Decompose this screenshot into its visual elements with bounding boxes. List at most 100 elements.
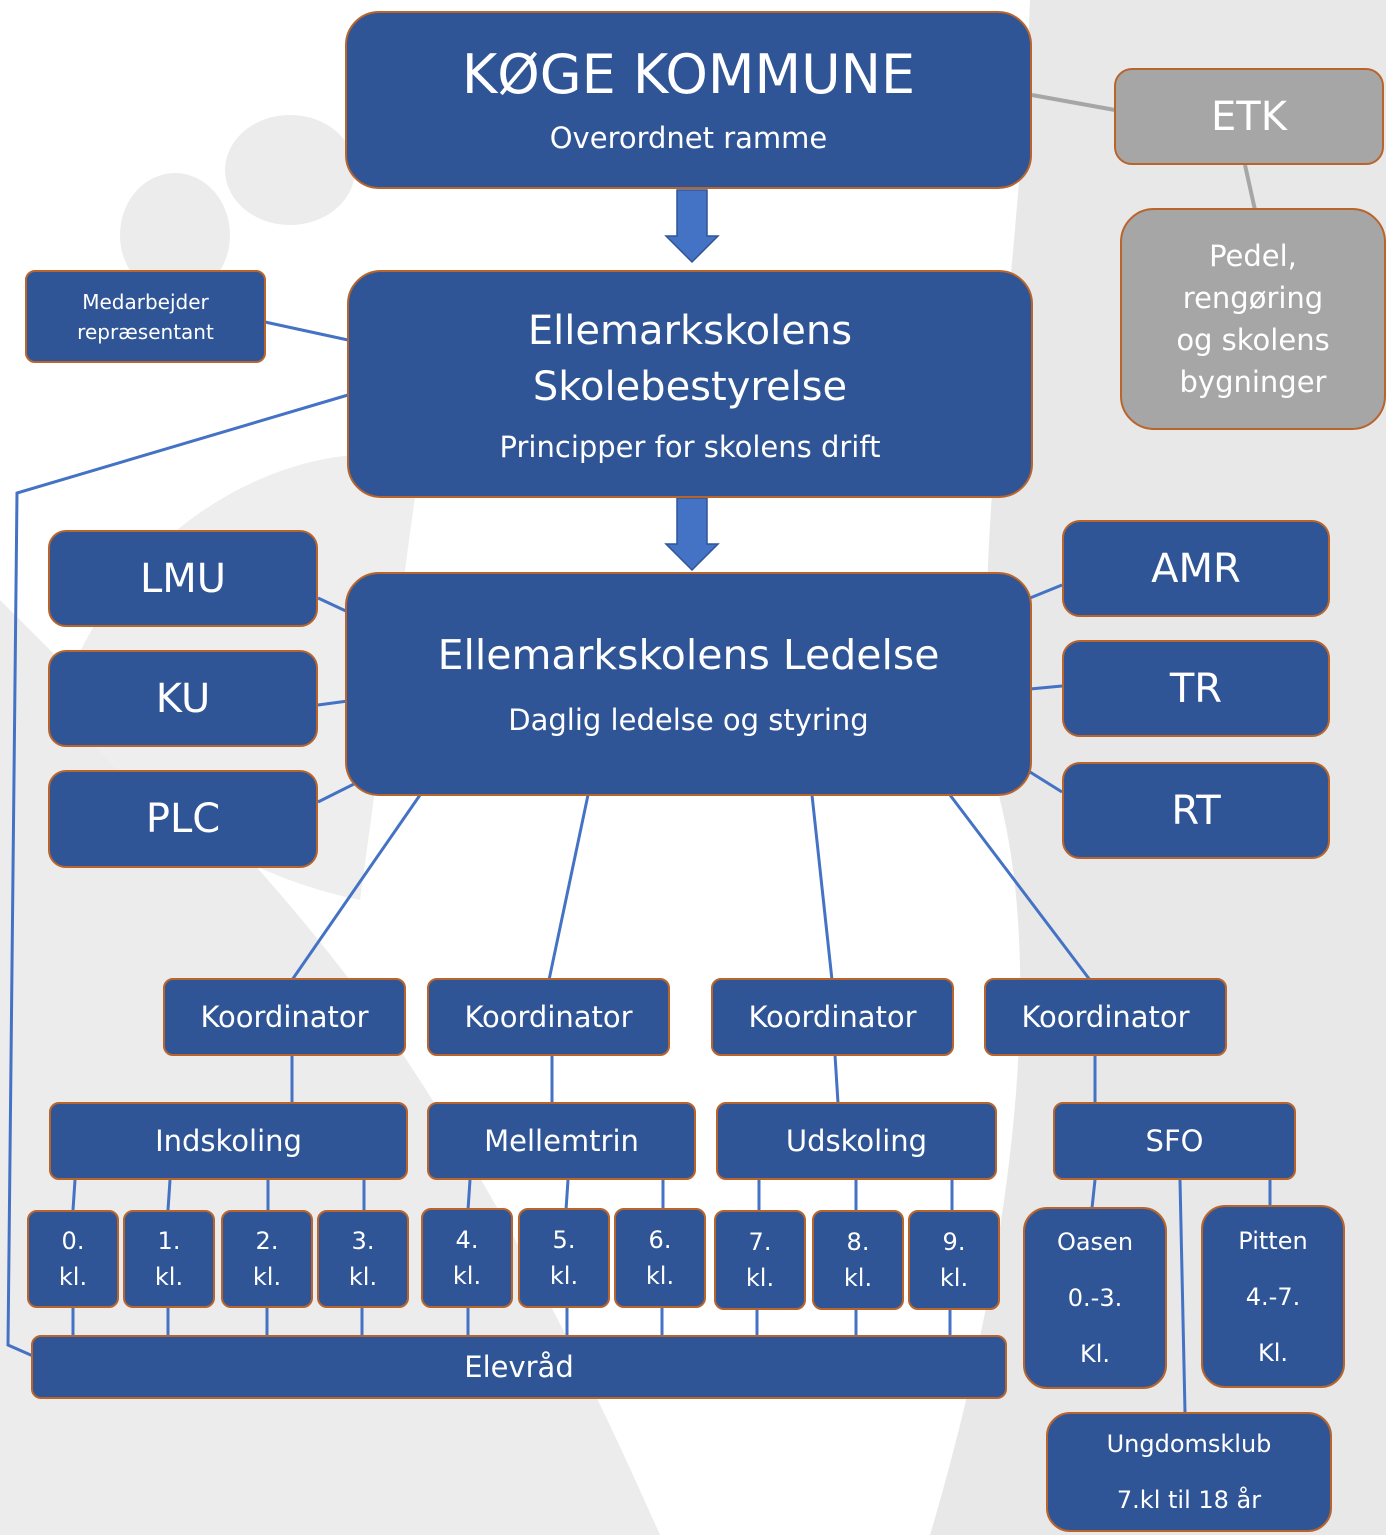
connector-line — [1031, 93, 1116, 112]
connector-line — [833, 1054, 840, 1104]
department-mellemtrin: Mellemtrin — [427, 1102, 696, 1180]
pedel-box: Pedel, rengøring og skolens bygninger — [1120, 208, 1386, 430]
connector-line — [317, 596, 349, 614]
sfo-oasen-box: Oasen 0.-3. Kl. — [1023, 1207, 1167, 1389]
connector-line — [1029, 684, 1063, 691]
class-box: 5. kl. — [518, 1208, 610, 1308]
coordinator-box: Koordinator — [984, 978, 1227, 1056]
down-arrow — [664, 497, 720, 572]
skolebestyrelse-title-line: Ellemarkskolens — [527, 308, 853, 354]
pedel-line: og skolens — [1176, 323, 1330, 357]
class-number: 5. — [552, 1226, 576, 1254]
elevraad-label: Elevråd — [464, 1350, 574, 1384]
ungdomsklub-box: Ungdomsklub 7.kl til 18 år — [1046, 1412, 1332, 1532]
rt-box: RT — [1062, 762, 1330, 859]
skolebestyrelse-box: Ellemarkskolens Skolebestyrelse Principp… — [347, 270, 1033, 498]
class-box: 4. kl. — [421, 1208, 513, 1308]
connector-line — [547, 794, 590, 981]
connector-line — [317, 699, 349, 707]
coordinator-label: Koordinator — [748, 1000, 917, 1034]
pitten-grades: 4.-7. — [1245, 1282, 1301, 1311]
class-number: 6. — [648, 1226, 672, 1254]
connector-line — [1029, 583, 1063, 600]
elevraad-box: Elevråd — [31, 1335, 1007, 1399]
department-label: Indskoling — [155, 1124, 302, 1158]
class-suffix: kl. — [154, 1263, 184, 1291]
class-box: 9. kl. — [908, 1210, 1000, 1310]
ku-box: KU — [48, 650, 318, 747]
koge-kommune-title: KØGE KOMMUNE — [461, 43, 916, 106]
pitten-name: Pitten — [1238, 1226, 1308, 1255]
coordinator-label: Koordinator — [1021, 1000, 1190, 1034]
watermark-dot — [120, 173, 230, 297]
medarbejder-line: Medarbejder — [82, 289, 209, 314]
class-number: 4. — [455, 1226, 479, 1254]
rt-label: RT — [1171, 787, 1221, 834]
oasen-name: Oasen — [1056, 1228, 1134, 1256]
etk-label: ETK — [1211, 93, 1287, 140]
connector-line — [264, 320, 349, 342]
department-label: Udskoling — [785, 1124, 928, 1158]
oasen-grades: 0.-3. — [1067, 1284, 1123, 1312]
department-udskoling: Udskoling — [716, 1102, 997, 1180]
class-box: 8. kl. — [812, 1210, 904, 1310]
connector-line — [6, 393, 349, 1358]
class-suffix: kl. — [745, 1264, 775, 1292]
class-box: 1. kl. — [123, 1210, 215, 1308]
class-number: 8. — [846, 1228, 870, 1256]
department-indskoling: Indskoling — [49, 1102, 408, 1180]
ledelse-title: Ellemarkskolens Ledelse — [437, 631, 940, 679]
lmu-label: LMU — [139, 555, 227, 602]
watermark-dot — [225, 115, 355, 225]
pedel-line: rengøring — [1182, 281, 1324, 315]
connector-line — [166, 1179, 172, 1211]
coordinator-box: Koordinator — [711, 978, 954, 1056]
connector-line — [564, 1179, 570, 1211]
department-label: Mellemtrin — [484, 1124, 639, 1158]
skolebestyrelse-subtitle: Principper for skolens drift — [499, 430, 881, 464]
connector-line — [1178, 1179, 1187, 1413]
department-sfo: SFO — [1053, 1102, 1296, 1180]
oasen-suffix: Kl. — [1079, 1340, 1111, 1368]
connector-line — [1243, 164, 1257, 211]
class-box: 0. kl. — [27, 1210, 119, 1308]
class-suffix: kl. — [348, 1263, 378, 1291]
plc-label: PLC — [145, 796, 221, 842]
class-suffix: kl. — [939, 1264, 969, 1292]
ku-label: KU — [155, 675, 211, 722]
tr-label: TR — [1169, 665, 1223, 712]
tr-box: TR — [1062, 640, 1330, 737]
connector-line — [948, 794, 1092, 981]
pitten-suffix: Kl. — [1257, 1338, 1289, 1367]
connector-line — [466, 1179, 472, 1211]
coordinator-label: Koordinator — [464, 1000, 633, 1034]
class-box: 3. kl. — [317, 1210, 409, 1308]
class-suffix: kl. — [452, 1262, 482, 1290]
class-suffix: kl. — [843, 1264, 873, 1292]
koge-kommune-subtitle: Overordnet ramme — [549, 121, 828, 155]
pedel-line: Pedel, — [1209, 239, 1297, 273]
connector-line — [810, 794, 834, 981]
amr-box: AMR — [1062, 520, 1330, 617]
plc-box: PLC — [48, 770, 318, 868]
amr-label: AMR — [1151, 545, 1241, 592]
class-suffix: kl. — [252, 1263, 282, 1291]
medarbejder-line: repræsentant — [77, 319, 214, 344]
department-label: SFO — [1145, 1124, 1204, 1158]
class-number: 0. — [61, 1227, 85, 1255]
connector-line — [71, 1179, 77, 1211]
down-arrow — [664, 189, 720, 264]
coordinator-box: Koordinator — [427, 978, 670, 1056]
class-suffix: kl. — [58, 1263, 88, 1291]
class-number: 3. — [351, 1227, 375, 1255]
pedel-line: bygninger — [1179, 365, 1327, 399]
koge-kommune-box: KØGE KOMMUNE Overordnet ramme — [345, 11, 1032, 189]
ledelse-subtitle: Daglig ledelse og styring — [508, 703, 869, 737]
connector-line — [1090, 1179, 1097, 1209]
class-number: 1. — [157, 1227, 181, 1255]
ungdomsklub-age: 7.kl til 18 år — [1116, 1486, 1262, 1514]
class-box: 2. kl. — [221, 1210, 313, 1308]
class-number: 9. — [942, 1228, 966, 1256]
connector-line — [290, 794, 422, 981]
